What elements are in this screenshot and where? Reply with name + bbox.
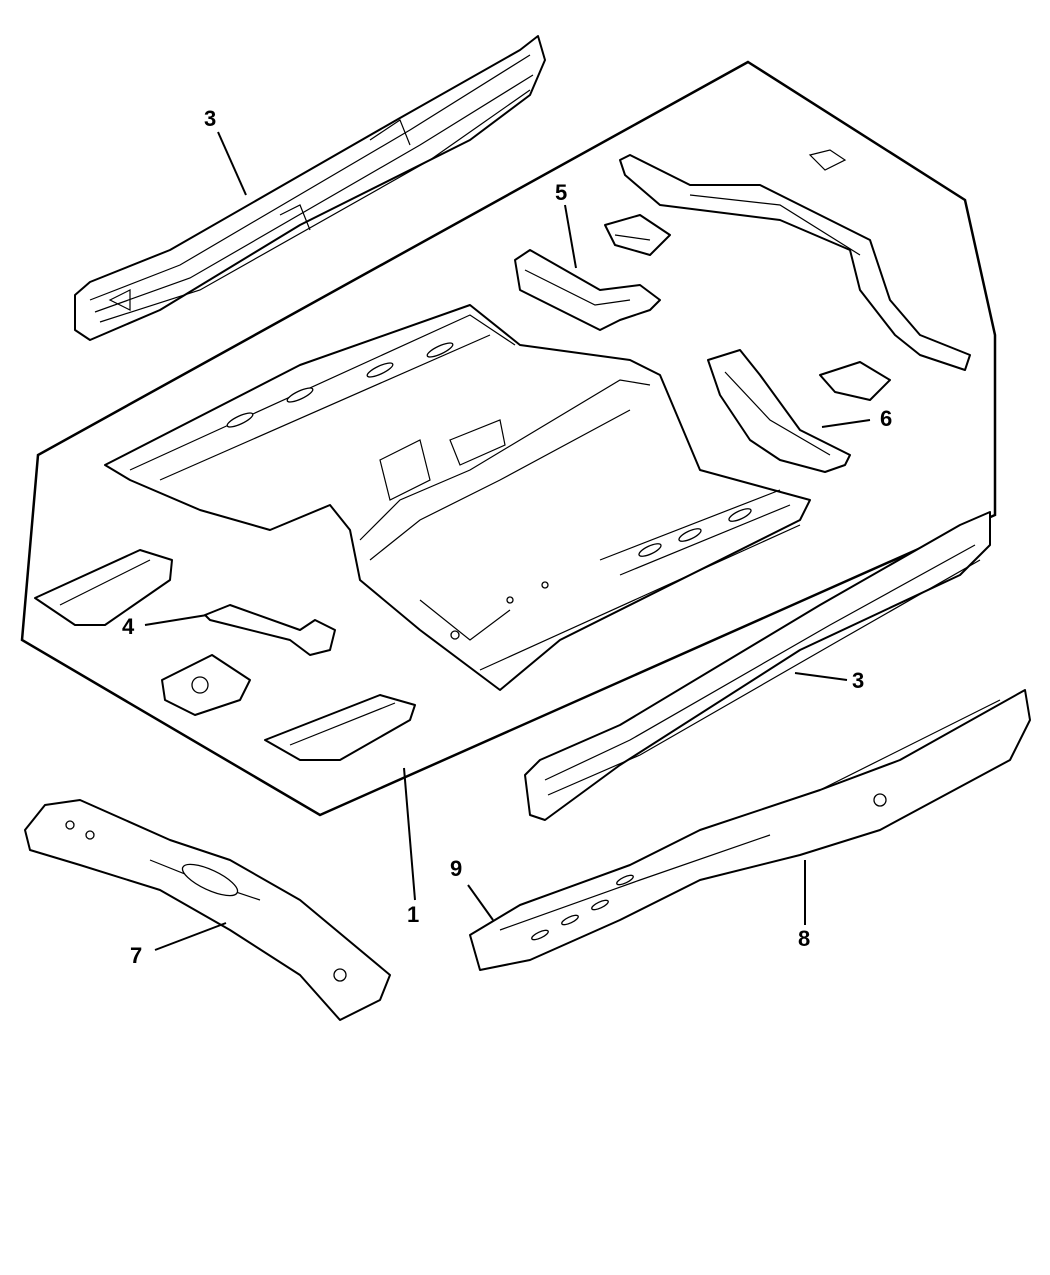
small-bracket (604, 214, 671, 256)
leader-6 (821, 419, 871, 428)
front-sill-plate-left (34, 549, 173, 626)
floor-pan (104, 304, 811, 691)
leader-1 (403, 767, 416, 901)
sill-reinforcement-lower (524, 511, 991, 821)
callout-4: 4 (122, 614, 135, 639)
callout-3-lower: 3 (852, 668, 864, 693)
leader-5 (564, 204, 577, 269)
sill-reinforcement-upper (74, 35, 546, 341)
rear-crossmember (619, 149, 971, 371)
front-sill-plate-right (264, 694, 416, 761)
bracket-4 (204, 604, 336, 656)
leader-3-lower (794, 672, 848, 681)
rear-rail-bracket-6 (707, 349, 851, 473)
callout-6: 6 (880, 406, 892, 431)
callout-5: 5 (555, 180, 567, 205)
leader-4 (144, 614, 208, 626)
frame-rail-8 (469, 689, 1031, 971)
leader-3-upper (217, 131, 247, 196)
callout-7: 7 (130, 943, 142, 968)
crossmember-bracket-5 (514, 249, 661, 331)
callout-9: 9 (450, 856, 462, 881)
small-bracket-2 (819, 361, 891, 401)
mount-bracket (161, 654, 251, 716)
callout-3-upper: 3 (204, 106, 216, 131)
leader-9 (467, 884, 494, 921)
floor-pan-assembly-boundary (20, 60, 997, 817)
transmission-crossmember-7 (24, 799, 391, 1021)
leader-7 (154, 922, 227, 951)
callout-1: 1 (407, 902, 419, 927)
callout-8: 8 (798, 926, 810, 951)
